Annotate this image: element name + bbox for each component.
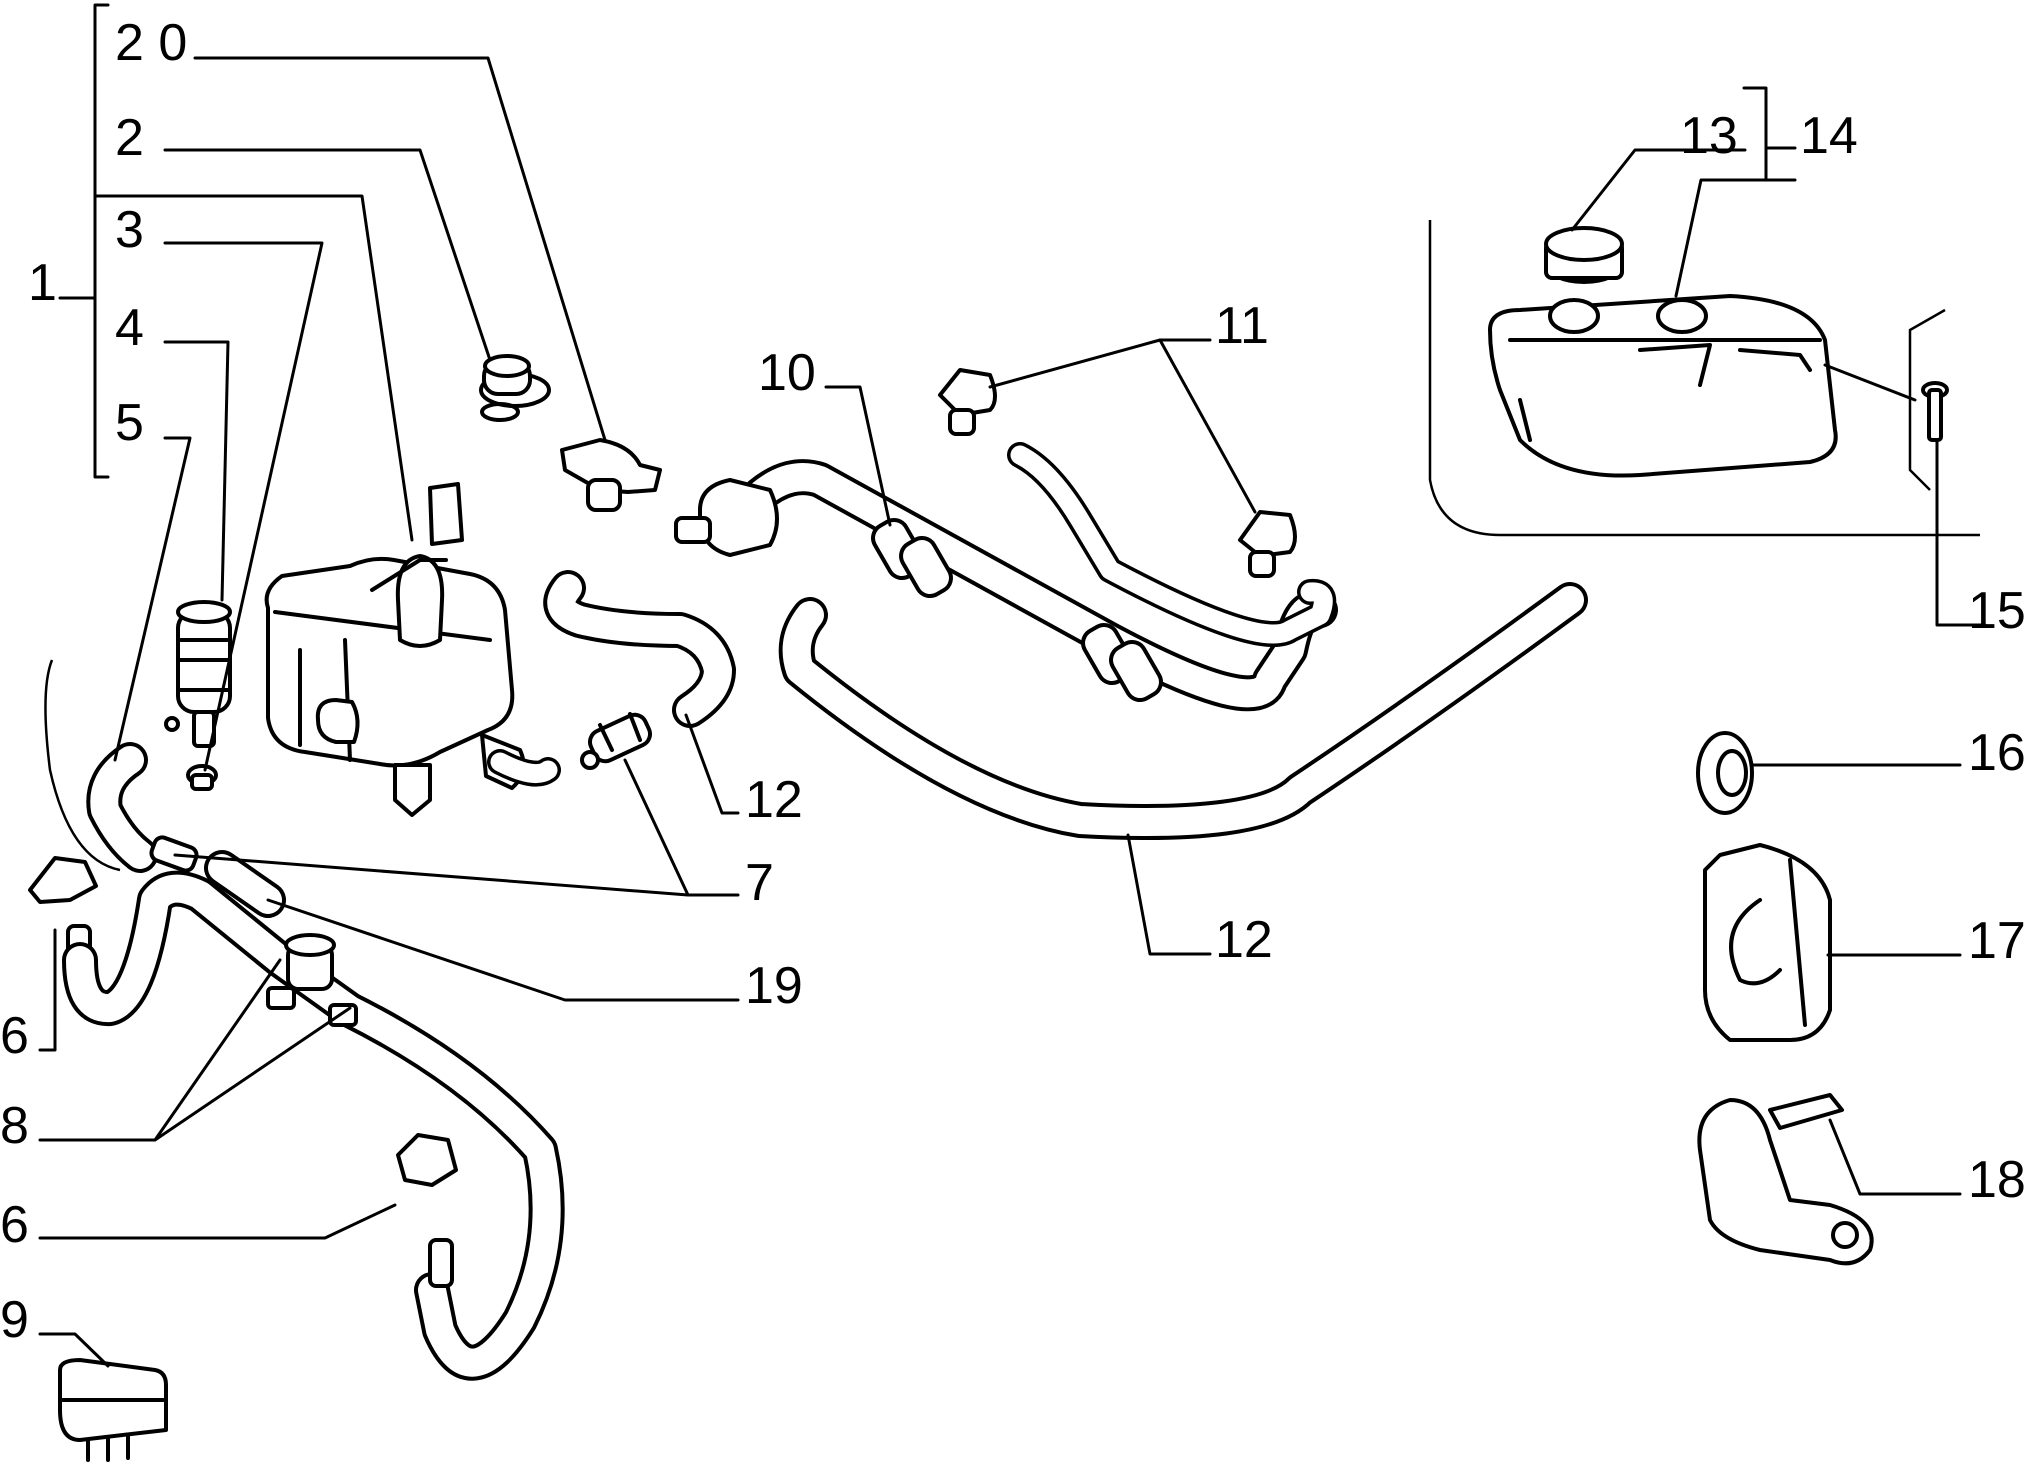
bolt-15	[1921, 381, 1949, 442]
label-1: 1	[28, 254, 57, 312]
hose-12-upper	[543, 570, 736, 728]
nozzle-11-upper	[938, 368, 997, 436]
grommet-16	[1696, 731, 1754, 815]
label-12-lower: 12	[1215, 911, 1273, 969]
nozzle-6-lower	[396, 1133, 458, 1288]
hose-12-lower	[778, 582, 1588, 840]
label-11: 11	[1215, 297, 1269, 355]
label-13: 13	[1680, 107, 1738, 165]
label-12-upper: 12	[745, 771, 803, 829]
check-valve-7	[580, 712, 653, 770]
hose-piece-19	[204, 850, 286, 918]
washer-reservoir-tank	[264, 482, 561, 817]
label-10: 10	[758, 344, 816, 402]
label-6-lower: 6	[0, 1196, 29, 1254]
elbow-hose-5	[86, 742, 158, 873]
label-2: 2	[115, 109, 144, 167]
relay-9	[58, 1358, 168, 1462]
label-8: 8	[0, 1097, 29, 1155]
label-15: 15	[1968, 582, 2026, 640]
nozzle-11-lower	[1238, 510, 1297, 578]
filler-cap-2	[479, 354, 551, 422]
label-17: 17	[1968, 912, 2026, 970]
tank-14	[1488, 294, 1838, 478]
cap-13	[1544, 226, 1624, 284]
label-20: 2 0	[115, 14, 187, 72]
washer-pump	[164, 600, 232, 748]
label-3: 3	[115, 201, 144, 259]
connector-cap-20	[560, 438, 662, 512]
inset-boundary	[44, 220, 1980, 872]
label-4: 4	[115, 299, 144, 357]
clip-17	[1703, 843, 1832, 1042]
label-19: 19	[745, 957, 803, 1015]
label-7: 7	[745, 854, 774, 912]
hose-network-8	[62, 870, 565, 1381]
hose-11	[1007, 442, 1337, 647]
label-5: 5	[115, 394, 144, 452]
hose-assembly-10	[674, 459, 1338, 712]
label-18: 18	[1968, 1151, 2026, 1209]
label-6-upper: 6	[0, 1007, 29, 1065]
label-14: 14	[1800, 107, 1858, 165]
label-16: 16	[1968, 724, 2026, 782]
clamp-18	[1697, 1093, 1874, 1266]
grommet-3	[186, 764, 218, 791]
callout-labels: 1 2 0 2 3 4 5 6 8 6 9 7 19 12 10 11 12 1…	[0, 14, 2026, 1349]
leader-lines	[38, 3, 1987, 1368]
label-9: 9	[0, 1291, 29, 1349]
